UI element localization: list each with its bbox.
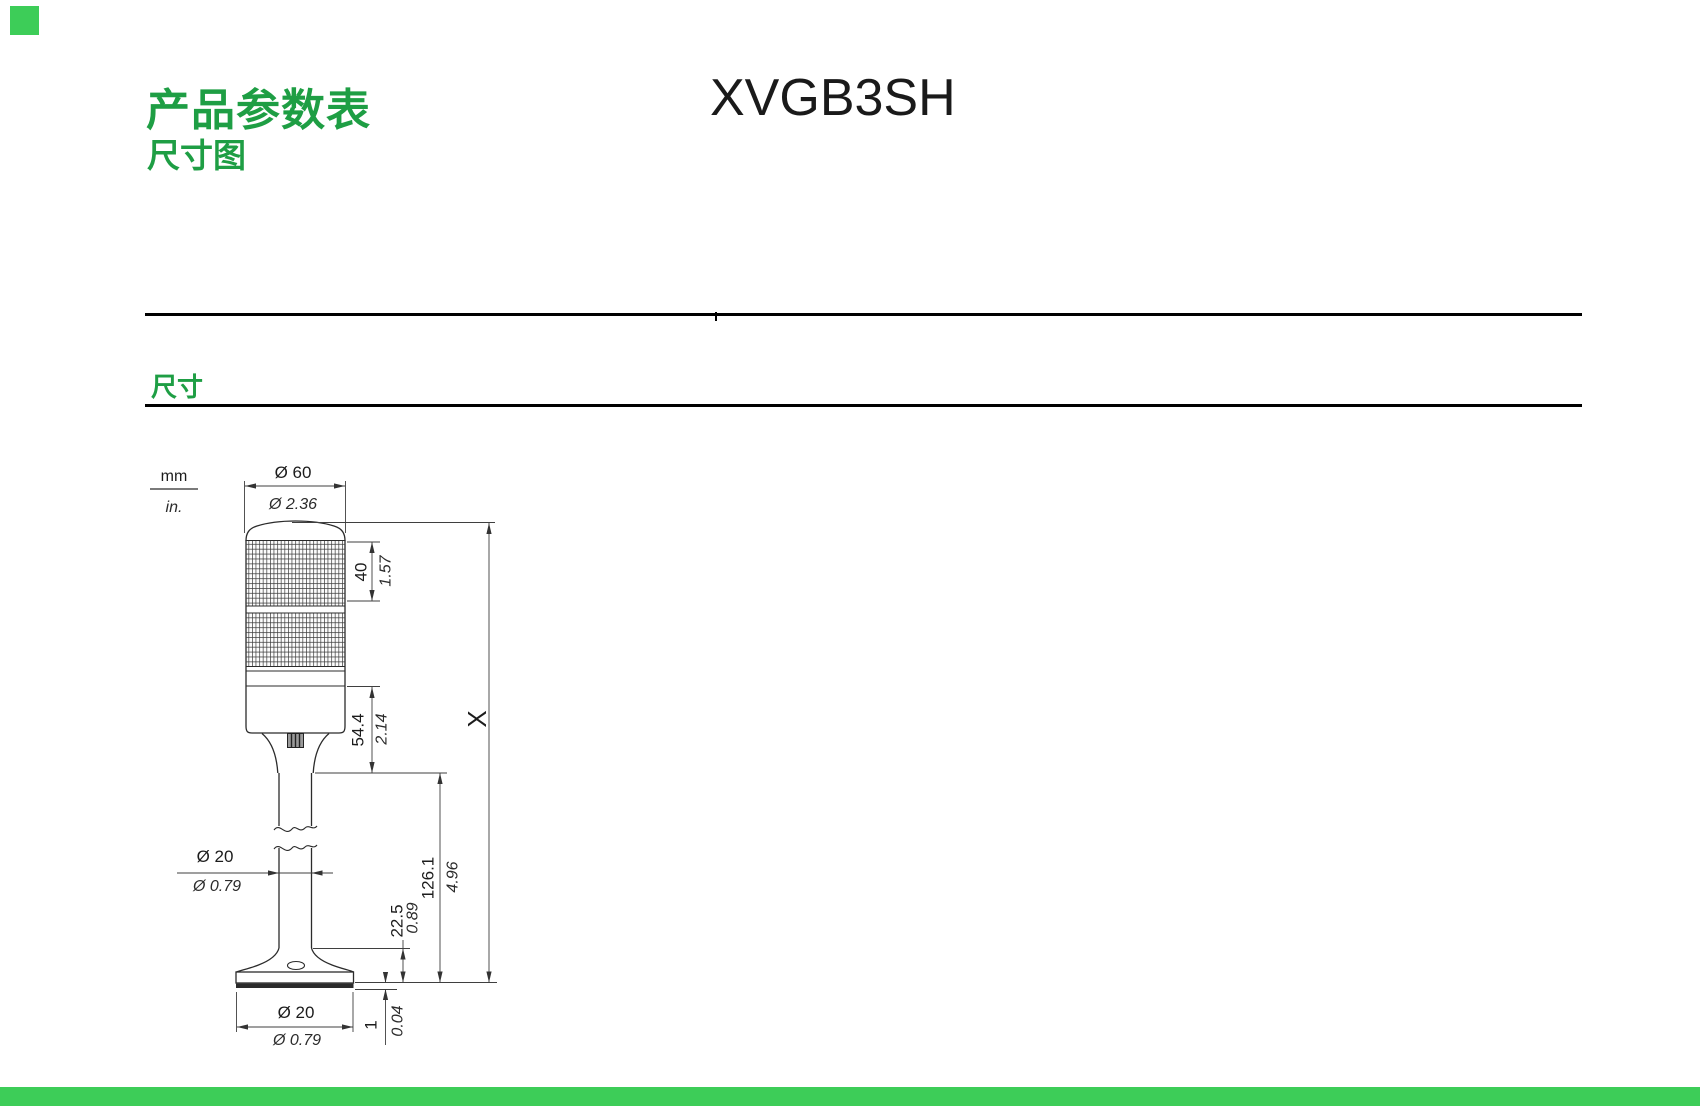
brand-corner-mark xyxy=(10,6,39,35)
base-cone-left xyxy=(236,947,280,973)
dimension-arrows xyxy=(237,483,492,1030)
dim-head-h-in: 2.14 xyxy=(374,713,391,745)
dim-top-dia-mm: Ø 60 xyxy=(275,463,312,482)
dim-base-dia-mm: Ø 20 xyxy=(278,1003,315,1022)
dim-top-dia-in: Ø 2.36 xyxy=(268,496,317,513)
base-mounting-hole xyxy=(286,960,306,971)
divider-top xyxy=(145,313,1582,316)
body-bottom xyxy=(245,725,346,734)
page-title: 产品参数表 xyxy=(146,86,371,135)
section-label-dimensions: 尺寸 xyxy=(151,372,204,402)
base-plate xyxy=(235,971,355,984)
base-cone-right xyxy=(310,947,354,973)
dimension-lines xyxy=(177,481,497,1045)
break-line-top xyxy=(273,825,318,832)
dim-total-height: X xyxy=(462,710,492,727)
ribbed-connector xyxy=(287,733,304,748)
product-code: XVGB3SH xyxy=(710,69,956,127)
dim-lens-h-in: 1.57 xyxy=(378,554,395,586)
dim-plate-t-in: 0.04 xyxy=(390,1005,407,1036)
dim-pole-h-in: 4.96 xyxy=(445,861,462,892)
divider-column-tick xyxy=(715,312,717,321)
dim-base-h-mm: 22.5 xyxy=(388,904,407,937)
dimension-drawing: mm in. xyxy=(150,463,497,1049)
dimension-labels: Ø 60 Ø 2.36 40 1.57 54.4 2.14 X Ø 20 Ø 0… xyxy=(192,463,492,1049)
legend-in: in. xyxy=(166,499,183,516)
shoulder-right xyxy=(312,733,330,774)
dim-tube-dia-mm: Ø 20 xyxy=(197,847,234,866)
shoulder-left xyxy=(261,733,279,774)
dim-pole-h-mm: 126.1 xyxy=(419,857,438,900)
dim-base-dia-in: Ø 0.79 xyxy=(272,1032,321,1049)
footer-brand-bar xyxy=(0,1087,1700,1106)
dim-lens-h-mm: 40 xyxy=(352,563,371,582)
legend-mm: mm xyxy=(161,468,188,485)
dim-base-h-in: 0.89 xyxy=(405,902,422,933)
base-plate-gasket xyxy=(236,983,354,988)
page-subtitle: 尺寸图 xyxy=(147,137,246,174)
beacon-outline xyxy=(235,520,355,988)
lens-segment-1 xyxy=(246,540,345,606)
unit-legend: mm in. xyxy=(150,468,198,516)
dim-plate-t-mm: 1 xyxy=(362,1020,381,1029)
divider-section xyxy=(145,404,1582,407)
beacon-dome xyxy=(245,520,346,542)
lens-segment-2 xyxy=(246,613,345,667)
break-line-bottom xyxy=(273,844,318,851)
dim-tube-dia-in: Ø 0.79 xyxy=(192,878,241,895)
dim-head-h-mm: 54.4 xyxy=(349,713,368,746)
